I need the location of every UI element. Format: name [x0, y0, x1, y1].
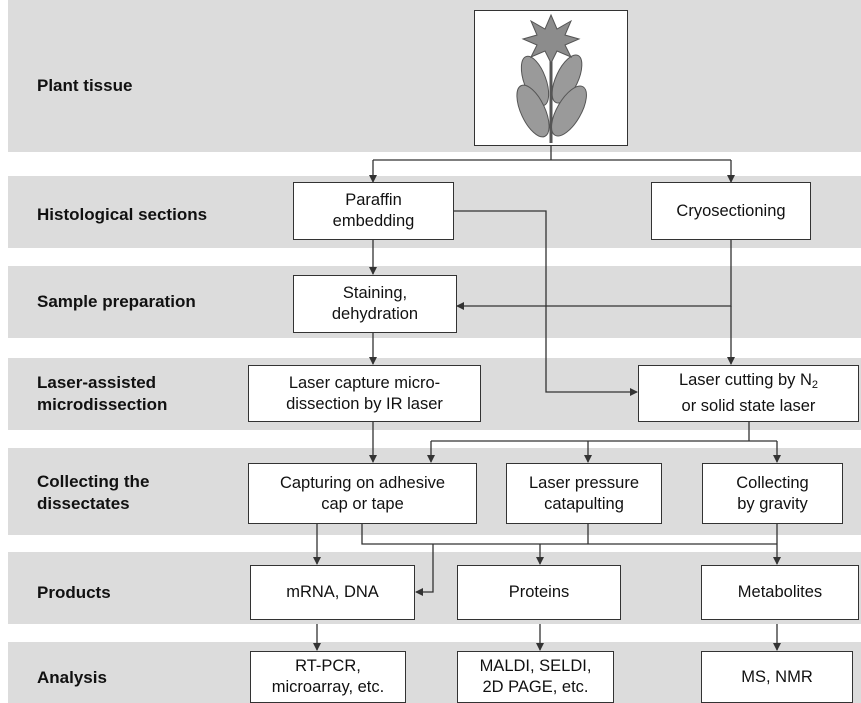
stage-label-analysis: Analysis [37, 668, 107, 687]
band-plant-tissue [8, 0, 861, 152]
catapulting-box: Laser pressure catapulting [506, 463, 662, 524]
laser-capture-box: Laser capture micro- dissection by IR la… [248, 365, 481, 422]
cryosectioning-box: Cryosectioning [651, 182, 811, 240]
plant-illustration [474, 10, 628, 146]
metabolites-box: Metabolites [701, 565, 859, 620]
paraffin-embedding-box: Paraffin embedding [293, 182, 454, 240]
stage-label-collecting: Collecting the dissectates [37, 472, 150, 513]
ms-nmr-box: MS, NMR [701, 651, 853, 703]
maldi-box: MALDI, SELDI, 2D PAGE, etc. [457, 651, 614, 703]
proteins-box: Proteins [457, 565, 621, 620]
stage-label-sample-prep: Sample preparation [37, 292, 196, 311]
rtpcr-box: RT-PCR, microarray, etc. [250, 651, 406, 703]
stage-label-plant-tissue: Plant tissue [37, 76, 133, 95]
stage-label-products: Products [37, 583, 111, 602]
mrna-dna-box: mRNA, DNA [250, 565, 415, 620]
capturing-box: Capturing on adhesive cap or tape [248, 463, 477, 524]
plant-icon [516, 13, 587, 143]
gravity-box: Collecting by gravity [702, 463, 843, 524]
staining-box: Staining, dehydration [293, 275, 457, 333]
stage-label-laser: Laser-assisted microdissection [37, 373, 168, 414]
stage-label-histological: Histological sections [37, 205, 208, 224]
